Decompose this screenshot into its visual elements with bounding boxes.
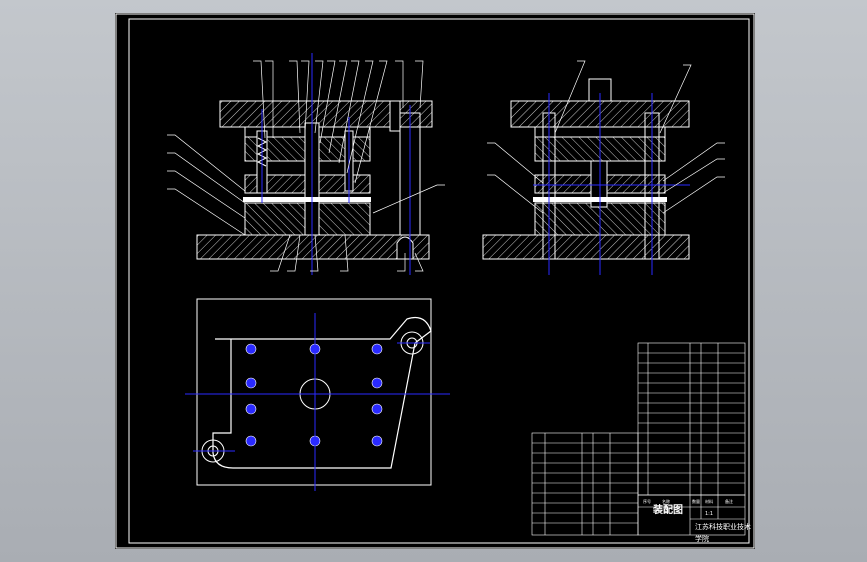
header-cell: 材料 [705,498,713,504]
strip-material [243,197,371,202]
leader-lines-top [253,60,424,184]
front-section-view [167,53,445,275]
side-punch [590,160,608,208]
header-cell: 备注 [725,498,733,504]
leader-lines-left [167,134,246,236]
side-section-view [482,60,725,275]
plan-outline [196,298,432,486]
leader-lines-bottom [270,234,424,272]
drawing-sheet: 装配图 江苏科技职业技术 学院 1:1 序号 名称 数量 材料 备注 [115,13,755,549]
drawing-title: 装配图 [652,503,683,516]
leader-line-right [372,184,445,214]
side-leader-lines [487,60,725,214]
plan-bolt-holes [245,343,383,447]
school-name: 江苏科技职业技术 [695,522,751,531]
school-name-2: 学院 [695,534,709,543]
plan-view [185,298,450,491]
guide-bush [389,100,401,132]
drawing-frame-outer [115,13,755,549]
locating-pin [396,236,414,260]
bottom-die-plate [196,234,430,260]
header-cell: 名称 [662,498,670,504]
parts-list-header: 序号 名称 数量 材料 备注 [643,498,733,504]
header-cell: 数量 [692,498,700,504]
side-bottom-plate [482,234,690,260]
drawing-frame-inner [128,18,750,544]
plan-die-profile [212,316,432,469]
assembly-drawing: 装配图 江苏科技职业技术 学院 1:1 序号 名称 数量 材料 备注 [115,13,755,549]
scale-value: 1:1 [705,511,713,517]
header-cell: 序号 [643,498,651,504]
parts-list [531,342,746,536]
